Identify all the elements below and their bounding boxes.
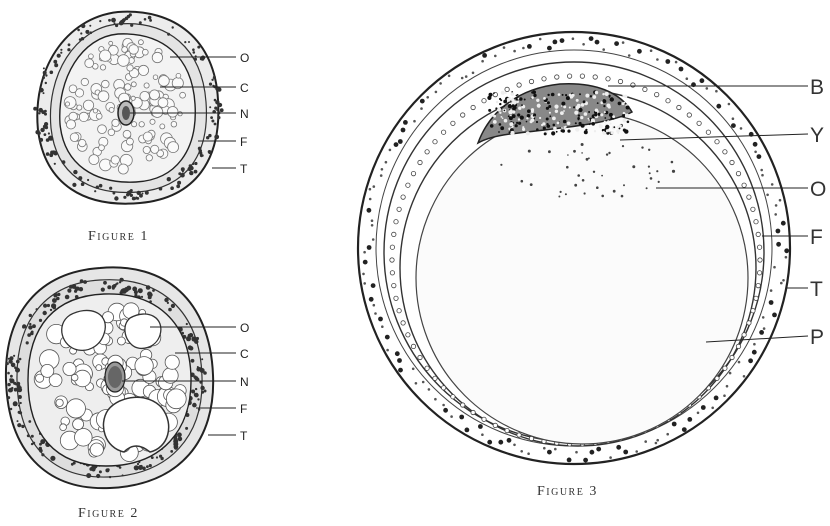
fig2-large-vacuole bbox=[103, 397, 168, 452]
figure-1-drawing bbox=[33, 12, 236, 204]
fig2-label-c: C bbox=[240, 347, 249, 361]
fig1-label-f: F bbox=[240, 135, 247, 149]
fig2-label-t: T bbox=[240, 429, 248, 443]
fig2-label-n: N bbox=[240, 375, 249, 389]
figure-2-labels: O C N F T bbox=[240, 321, 249, 443]
fig1-label-t: T bbox=[240, 162, 248, 176]
fig1-label-n: N bbox=[240, 107, 249, 121]
figure-1-caption: Figure 1 bbox=[88, 229, 149, 245]
fig3-label-f: F bbox=[810, 226, 823, 249]
fig2-label-o: O bbox=[240, 321, 249, 335]
figure-1-labels: O C N F T bbox=[240, 51, 249, 176]
figure-3-caption: Figure 3 bbox=[537, 484, 598, 500]
fig3-label-y: Y bbox=[810, 124, 824, 147]
figure-3-labels: B Y O F T P bbox=[810, 76, 826, 349]
fig3-label-o: O bbox=[810, 178, 826, 201]
figure-2-caption: Figure 2 bbox=[78, 506, 139, 522]
fig2-large-vacuole bbox=[125, 314, 161, 348]
fig3-label-b: B bbox=[810, 76, 824, 99]
fig1-label-o: O bbox=[240, 51, 249, 65]
fig3-ovum bbox=[416, 112, 748, 444]
fig2-label-f: F bbox=[240, 402, 247, 416]
fig3-label-t: T bbox=[810, 278, 823, 301]
figure-2-drawing bbox=[6, 267, 236, 488]
fig1-label-c: C bbox=[240, 81, 249, 95]
fig3-label-p: P bbox=[810, 326, 824, 349]
figure-3-drawing bbox=[358, 32, 808, 464]
